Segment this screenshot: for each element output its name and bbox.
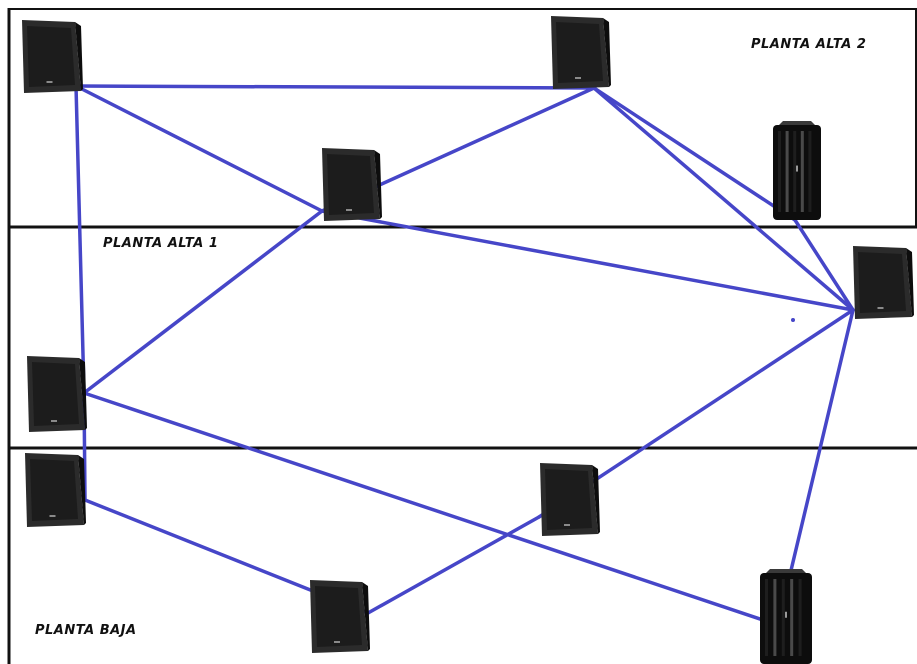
router-face	[30, 459, 78, 521]
router-logo	[346, 209, 352, 211]
router-stripe	[773, 579, 777, 656]
link-n2-n5	[592, 86, 855, 312]
link-n1-n3	[74, 84, 324, 213]
floor-label-planta-alta-1: PLANTA ALTA 1	[103, 236, 219, 251]
link-n1-n2	[74, 84, 596, 90]
router-stripe	[785, 131, 789, 212]
router-logo	[51, 420, 57, 422]
link-n6-n10	[82, 391, 780, 627]
router-side	[906, 248, 914, 317]
router-face	[315, 586, 362, 647]
router-side	[592, 465, 600, 534]
floor-frame	[7, 8, 917, 664]
router-stripe	[798, 579, 802, 656]
link-n3-n5	[320, 209, 855, 312]
link-n2-n4	[592, 86, 797, 222]
router-logo	[564, 524, 570, 526]
router-logo	[877, 307, 884, 309]
link-n4-n5	[793, 218, 855, 312]
router-n6	[27, 356, 87, 432]
router-side	[79, 358, 87, 430]
floor-label-planta-baja: PLANTA BAJA	[35, 623, 137, 638]
link-n9-n8	[366, 515, 541, 615]
router-stripe	[778, 131, 781, 212]
router-logo	[575, 77, 581, 79]
router-side	[362, 582, 370, 651]
router-logo	[46, 81, 53, 83]
router-face	[556, 22, 603, 83]
router-face	[545, 469, 592, 530]
floor-label-planta-alta-2: PLANTA ALTA 2	[751, 37, 867, 52]
router-face	[32, 362, 79, 426]
status-led	[785, 611, 787, 618]
mesh-links	[74, 84, 855, 627]
router-n10	[760, 569, 812, 664]
router-side	[603, 18, 611, 87]
router-logo	[49, 515, 56, 517]
router-face	[327, 154, 374, 215]
router-n4	[773, 121, 821, 220]
router-top	[779, 121, 815, 125]
status-led	[796, 165, 798, 172]
router-stripe	[765, 579, 768, 656]
router-side	[75, 22, 83, 91]
router-stripe	[800, 131, 804, 212]
router-face	[858, 252, 906, 313]
router-n2	[551, 16, 611, 89]
router-stripe	[808, 131, 812, 212]
stray-dot	[791, 318, 795, 322]
router-n5	[853, 246, 914, 319]
router-side	[78, 455, 86, 525]
router-stripe	[793, 131, 797, 212]
mesh-nodes	[22, 16, 914, 664]
router-stripe	[781, 579, 785, 656]
router-n8	[540, 463, 600, 536]
router-top	[766, 569, 806, 573]
router-n9	[310, 580, 370, 653]
router-stripe	[790, 579, 794, 656]
link-n1-n6	[74, 84, 86, 395]
router-n1	[22, 20, 83, 93]
router-n7	[25, 453, 86, 527]
router-face	[27, 26, 75, 87]
router-side	[374, 150, 382, 219]
link-n3-n6	[82, 209, 324, 395]
router-logo	[334, 641, 340, 643]
router-n3	[322, 148, 382, 221]
